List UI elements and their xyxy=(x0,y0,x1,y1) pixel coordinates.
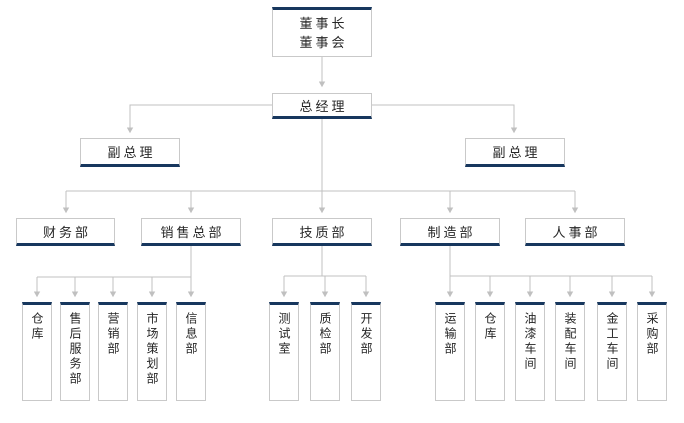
node-development: 开发部 xyxy=(351,302,381,401)
node-dept-manufacturing: 制造部 xyxy=(400,218,500,246)
node-market-planning: 市场策划部 xyxy=(137,302,167,401)
leaf-label: 营销部 xyxy=(106,312,120,357)
node-quality-inspection: 质检部 xyxy=(310,302,340,401)
node-warehouse-sales: 仓库 xyxy=(22,302,52,401)
node-purchasing: 采购部 xyxy=(637,302,667,401)
node-dept-tech-quality: 技质部 xyxy=(272,218,372,246)
leaf-label: 运输部 xyxy=(443,312,457,357)
node-dept-hr: 人事部 xyxy=(525,218,625,246)
node-dept-sales: 销售总部 xyxy=(141,218,241,246)
leaf-label: 油漆车间 xyxy=(523,312,537,372)
node-after-sales-service: 售后服务部 xyxy=(60,302,90,401)
node-dept-finance: 财务部 xyxy=(16,218,115,246)
node-metalwork-shop: 金工车间 xyxy=(597,302,627,401)
node-information: 信息部 xyxy=(176,302,206,401)
leaf-label: 仓库 xyxy=(483,312,497,342)
leaf-label: 测试室 xyxy=(277,312,291,357)
leaf-label: 售后服务部 xyxy=(68,312,82,387)
node-transport: 运输部 xyxy=(435,302,465,401)
node-assembly-shop: 装配车间 xyxy=(555,302,585,401)
leaf-label: 质检部 xyxy=(318,312,332,357)
node-general-manager: 总经理 xyxy=(272,93,372,119)
leaf-label: 市场策划部 xyxy=(145,312,159,387)
node-marketing: 营销部 xyxy=(98,302,128,401)
node-chairman-line2: 董事会 xyxy=(299,35,348,50)
node-chairman-line1: 董事长 xyxy=(299,16,348,31)
node-vice-president-right: 副总理 xyxy=(465,138,565,167)
leaf-label: 信息部 xyxy=(184,312,198,357)
leaf-label: 仓库 xyxy=(30,312,44,342)
node-test-room: 测试室 xyxy=(269,302,299,401)
node-paint-shop: 油漆车间 xyxy=(515,302,545,401)
leaf-label: 开发部 xyxy=(359,312,373,357)
leaf-label: 装配车间 xyxy=(563,312,577,372)
leaf-label: 金工车间 xyxy=(605,312,619,372)
node-chairman: 董事长 董事会 xyxy=(272,7,372,57)
leaf-label: 采购部 xyxy=(645,312,659,357)
node-vice-president-left: 副总理 xyxy=(80,138,180,167)
node-warehouse-mfg: 仓库 xyxy=(475,302,505,401)
